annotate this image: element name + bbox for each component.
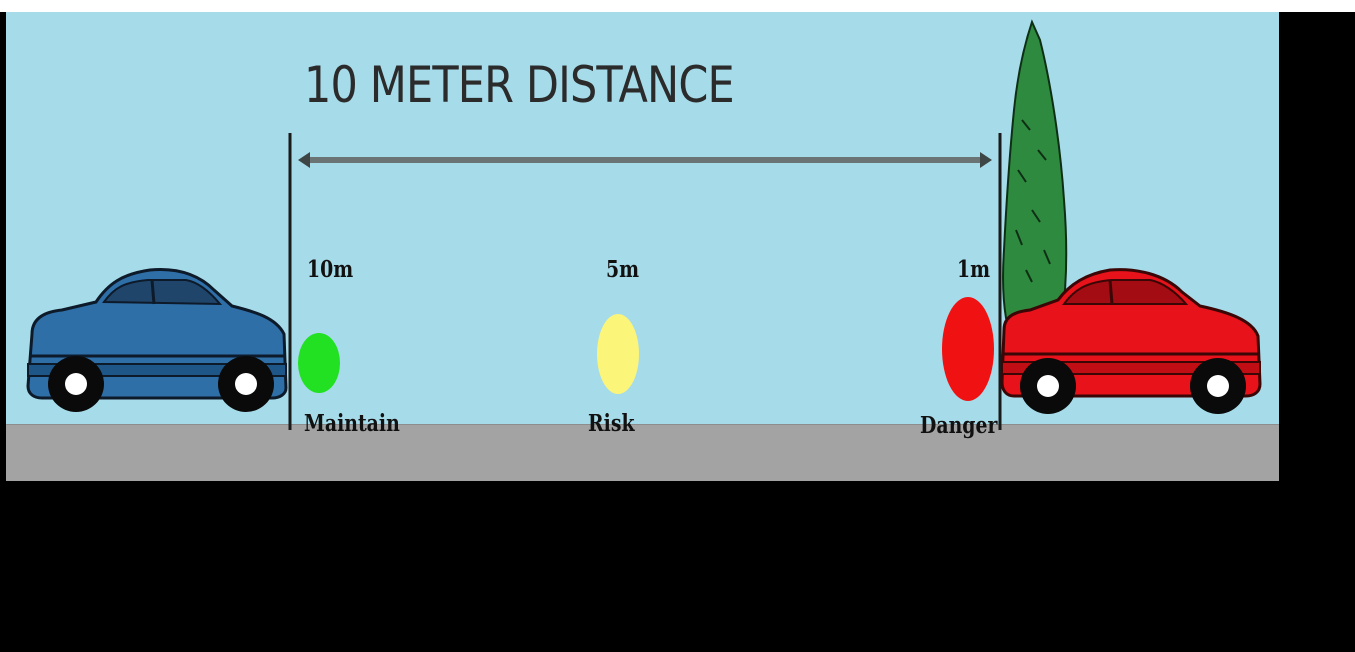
distance-label-1m: 1m bbox=[957, 256, 991, 283]
diagram-title: 10 METER DISTANCE bbox=[304, 56, 735, 114]
red-car-icon bbox=[1000, 268, 1262, 414]
road bbox=[6, 424, 1279, 481]
danger-indicator-dot bbox=[942, 297, 994, 401]
maintain-indicator-dot bbox=[298, 333, 340, 393]
status-label-danger: Danger bbox=[920, 412, 998, 439]
blue-car-icon bbox=[26, 268, 288, 412]
status-label-maintain: Maintain bbox=[304, 410, 400, 437]
top-border bbox=[0, 0, 1355, 12]
risk-indicator-dot bbox=[597, 314, 639, 394]
distance-label-10m: 10m bbox=[307, 256, 354, 283]
distance-label-5m: 5m bbox=[606, 256, 640, 283]
distance-arrow bbox=[298, 152, 992, 168]
status-label-risk: Risk bbox=[588, 410, 635, 437]
tree-icon bbox=[1001, 19, 1068, 319]
